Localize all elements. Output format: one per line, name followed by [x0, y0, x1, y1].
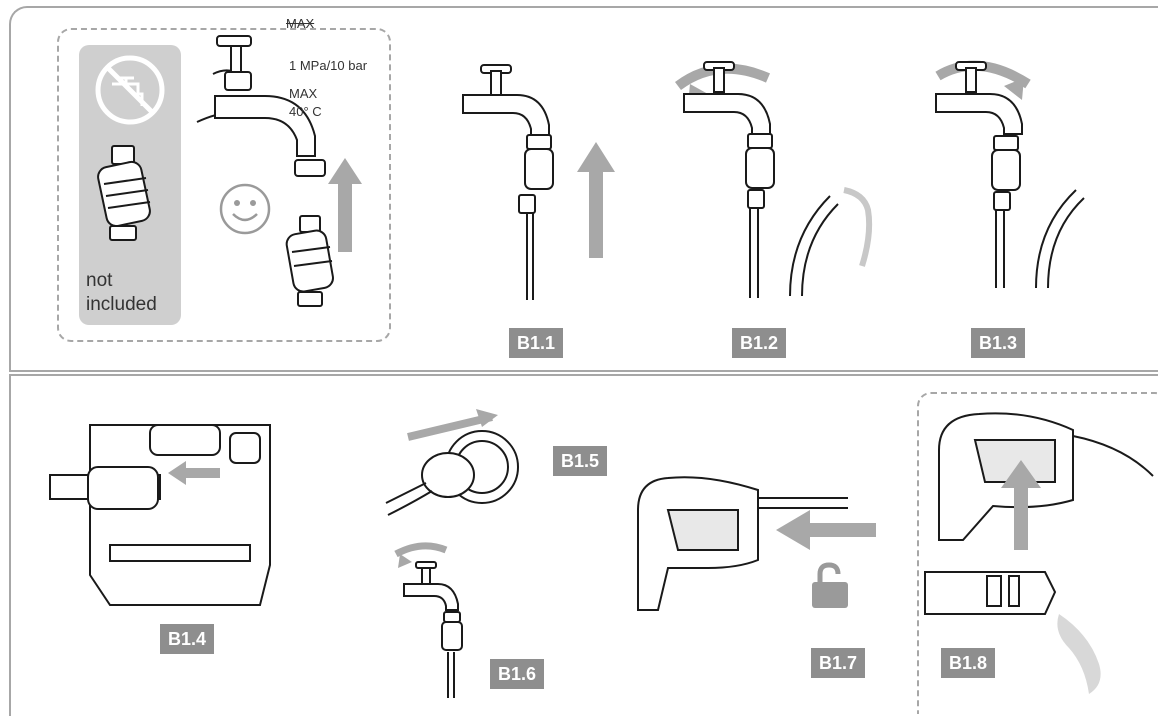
b11-up-arrow [577, 142, 615, 258]
smiley-icon [218, 182, 272, 236]
step-badge-b14: B1.4 [160, 624, 214, 654]
pressure-reducer [280, 212, 350, 312]
step-badge-b17: B1.7 [811, 648, 865, 678]
step-badge-b15: B1.5 [553, 446, 607, 476]
b14-illustration [50, 395, 290, 620]
step-badge-b12: B1.2 [732, 328, 786, 358]
spec-temperature: 40° C [289, 104, 322, 119]
not-included-label-1: not [86, 270, 112, 292]
not-included-label-2: included [86, 294, 157, 316]
step-badge-b13: B1.3 [971, 328, 1025, 358]
step-badge-b16: B1.6 [490, 659, 544, 689]
b13-illustration [924, 40, 1104, 290]
spec-max-bottom: MAX [289, 86, 317, 101]
b15-illustration [386, 403, 526, 533]
no-faucet-icon [92, 52, 168, 128]
step-badge-b11: B1.1 [509, 328, 563, 358]
spec-max-top: MAX [286, 16, 314, 31]
b16-illustration [390, 540, 490, 700]
step-badge-b18: B1.8 [941, 648, 995, 678]
pressure-reducer-not-included [90, 140, 170, 250]
unlock-icon [808, 562, 852, 610]
spec-pressure: 1 MPa/10 bar [289, 58, 367, 73]
b12-illustration [670, 40, 890, 300]
